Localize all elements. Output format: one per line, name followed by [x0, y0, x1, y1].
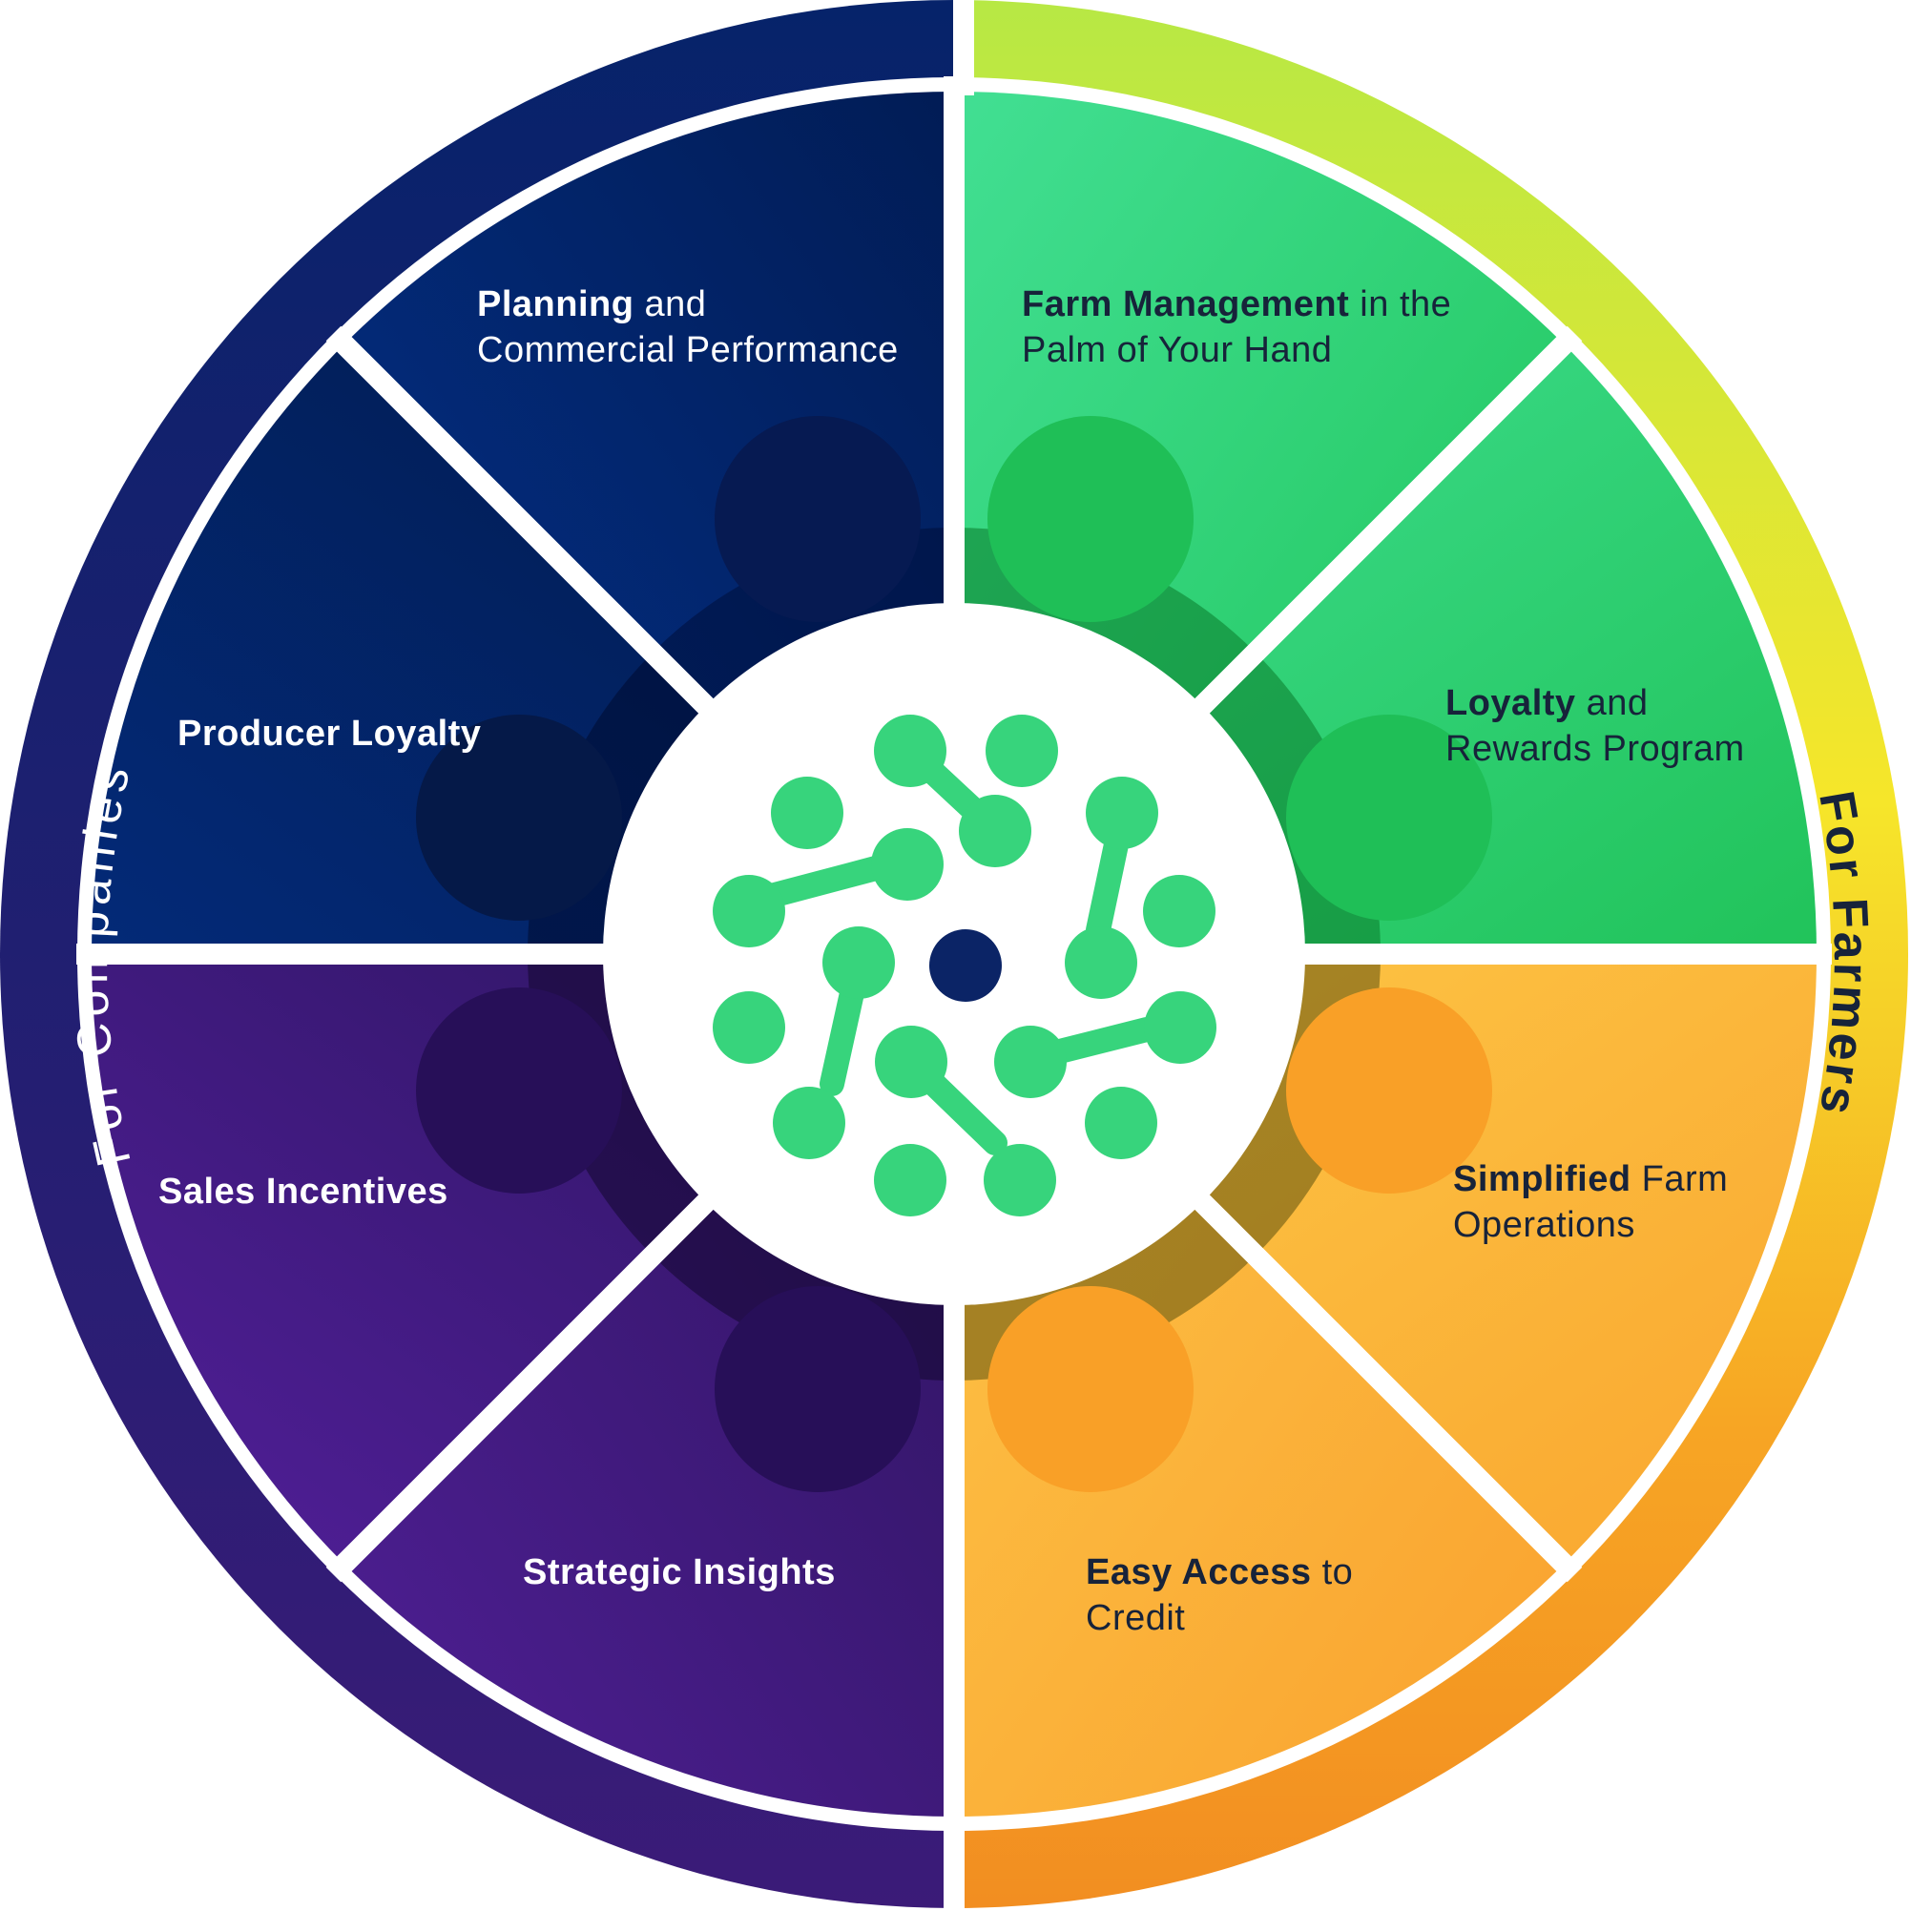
loyalty-rewards-label: Loyalty and Rewards Program	[1445, 680, 1745, 772]
farm-management-rest: in the	[1349, 284, 1452, 324]
logo-molecule-icon	[713, 715, 1216, 1216]
loyalty-rewards-line2: Rewards Program	[1445, 729, 1745, 769]
planning-label: Planning and Commercial Performance	[477, 281, 899, 373]
sales-incentives-label: Sales Incentives	[158, 1169, 448, 1215]
farm-management-bold: Farm Management	[1022, 284, 1350, 324]
easy-credit-label: Easy Access to Credit	[1086, 1549, 1353, 1641]
planning-rest: and	[634, 284, 707, 324]
loyalty-rewards-bold: Loyalty	[1445, 683, 1576, 723]
easy-credit-rest: to	[1311, 1552, 1354, 1592]
strategic-insights-label: Strategic Insights	[523, 1549, 836, 1595]
inner-lobes	[416, 416, 1492, 1492]
planning-bold: Planning	[477, 284, 634, 324]
easy-credit-line2: Credit	[1086, 1598, 1186, 1638]
farm-management-line2: Palm of Your Hand	[1022, 330, 1333, 370]
producer-loyalty-bold: Producer Loyalty	[177, 714, 482, 754]
loyalty-rewards-rest: and	[1575, 683, 1649, 723]
planning-line2: Commercial Performance	[477, 330, 899, 370]
simplified-operations-rest: Farm	[1631, 1159, 1729, 1199]
simplified-operations-label: Simplified Farm Operations	[1453, 1156, 1728, 1248]
sales-incentives-bold: Sales Incentives	[158, 1172, 448, 1212]
logo-center-dot	[929, 929, 1002, 1002]
simplified-operations-bold: Simplified	[1453, 1159, 1631, 1199]
producer-loyalty-label: Producer Loyalty	[177, 711, 481, 757]
farm-management-label: Farm Management in the Palm of Your Hand	[1022, 281, 1451, 373]
strategic-insights-bold: Strategic Insights	[523, 1552, 836, 1592]
easy-credit-bold: Easy Access	[1086, 1552, 1312, 1592]
simplified-operations-line2: Operations	[1453, 1205, 1635, 1245]
